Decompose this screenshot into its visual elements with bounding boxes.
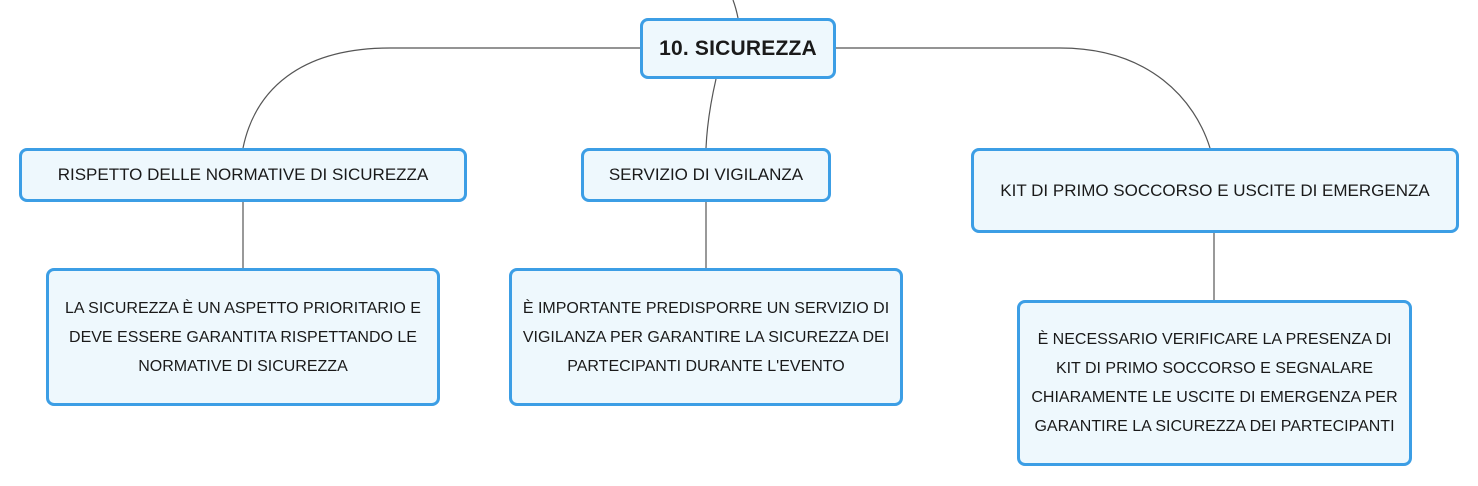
connector-root-to-topic-3 (836, 47, 1211, 149)
connector-parent-to-root (732, 0, 739, 19)
topic-node-rispetto-normative[interactable]: RISPETTO DELLE NORMATIVE DI SICUREZZA (19, 148, 467, 202)
connector-root-to-topic-2 (705, 78, 717, 149)
root-node-label: 10. SICUREZZA (659, 36, 817, 60)
root-node[interactable]: 10. SICUREZZA (640, 18, 836, 79)
topic-node-servizio-vigilanza[interactable]: SERVIZIO DI VIGILANZA (581, 148, 831, 202)
detail-node-text: LA SICUREZZA È UN ASPETTO PRIORITARIO E … (65, 299, 421, 375)
detail-node-rispetto-normative[interactable]: LA SICUREZZA È UN ASPETTO PRIORITARIO E … (46, 268, 440, 406)
topic-node-label: SERVIZIO DI VIGILANZA (608, 165, 804, 184)
detail-node-kit-primo-soccorso[interactable]: È NECESSARIO VERIFICARE LA PRESENZA DI K… (1017, 300, 1412, 466)
detail-node-text: È NECESSARIO VERIFICARE LA PRESENZA DI K… (1031, 331, 1398, 435)
connector-root-to-topic-1 (242, 47, 640, 149)
topic-node-label: KIT DI PRIMO SOCCORSO E USCITE DI EMERGE… (1000, 180, 1430, 200)
topic-node-kit-primo-soccorso[interactable]: KIT DI PRIMO SOCCORSO E USCITE DI EMERGE… (971, 148, 1459, 233)
detail-node-text: È IMPORTANTE PREDISPORRE UN SERVIZIO DI … (522, 299, 890, 375)
topic-node-label: RISPETTO DELLE NORMATIVE DI SICUREZZA (57, 165, 429, 184)
detail-node-servizio-vigilanza[interactable]: È IMPORTANTE PREDISPORRE UN SERVIZIO DI … (509, 268, 903, 406)
